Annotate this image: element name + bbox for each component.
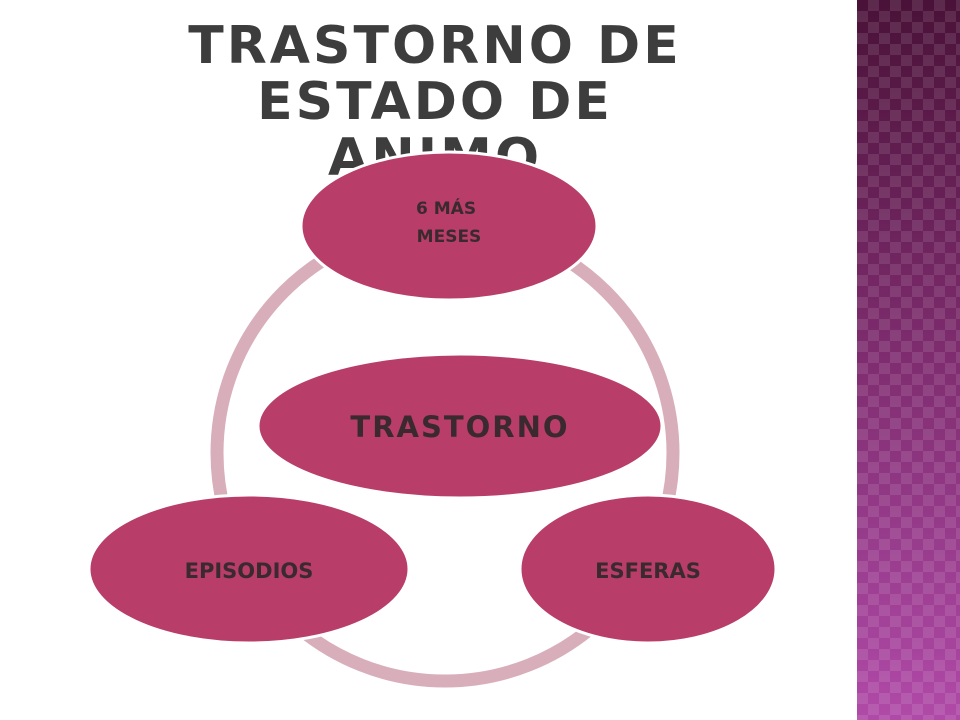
node-right-label: ESFERAS — [595, 559, 701, 583]
node-left-label: EPISODIOS — [185, 559, 314, 583]
node-center-shape — [256, 352, 664, 500]
node-left[interactable]: EPISODIOS — [87, 493, 411, 645]
node-left-shape — [87, 493, 411, 645]
node-center-label: TRASTORNO — [350, 410, 569, 444]
node-right-shape — [518, 493, 778, 645]
node-top-shape — [299, 150, 599, 302]
node-top-label-line-2: MESES — [417, 227, 482, 247]
node-center[interactable]: TRASTORNO — [256, 352, 664, 500]
node-top-label: 6 MÁS MESES — [416, 197, 482, 247]
node-top-label-line-1: 6 MÁS — [416, 197, 476, 219]
node-right[interactable]: ESFERAS — [518, 493, 778, 645]
title-line-1: TRASTORNO DE — [188, 16, 682, 76]
decorative-side-band — [857, 0, 960, 720]
node-top[interactable]: 6 MÁS MESES — [299, 150, 599, 302]
